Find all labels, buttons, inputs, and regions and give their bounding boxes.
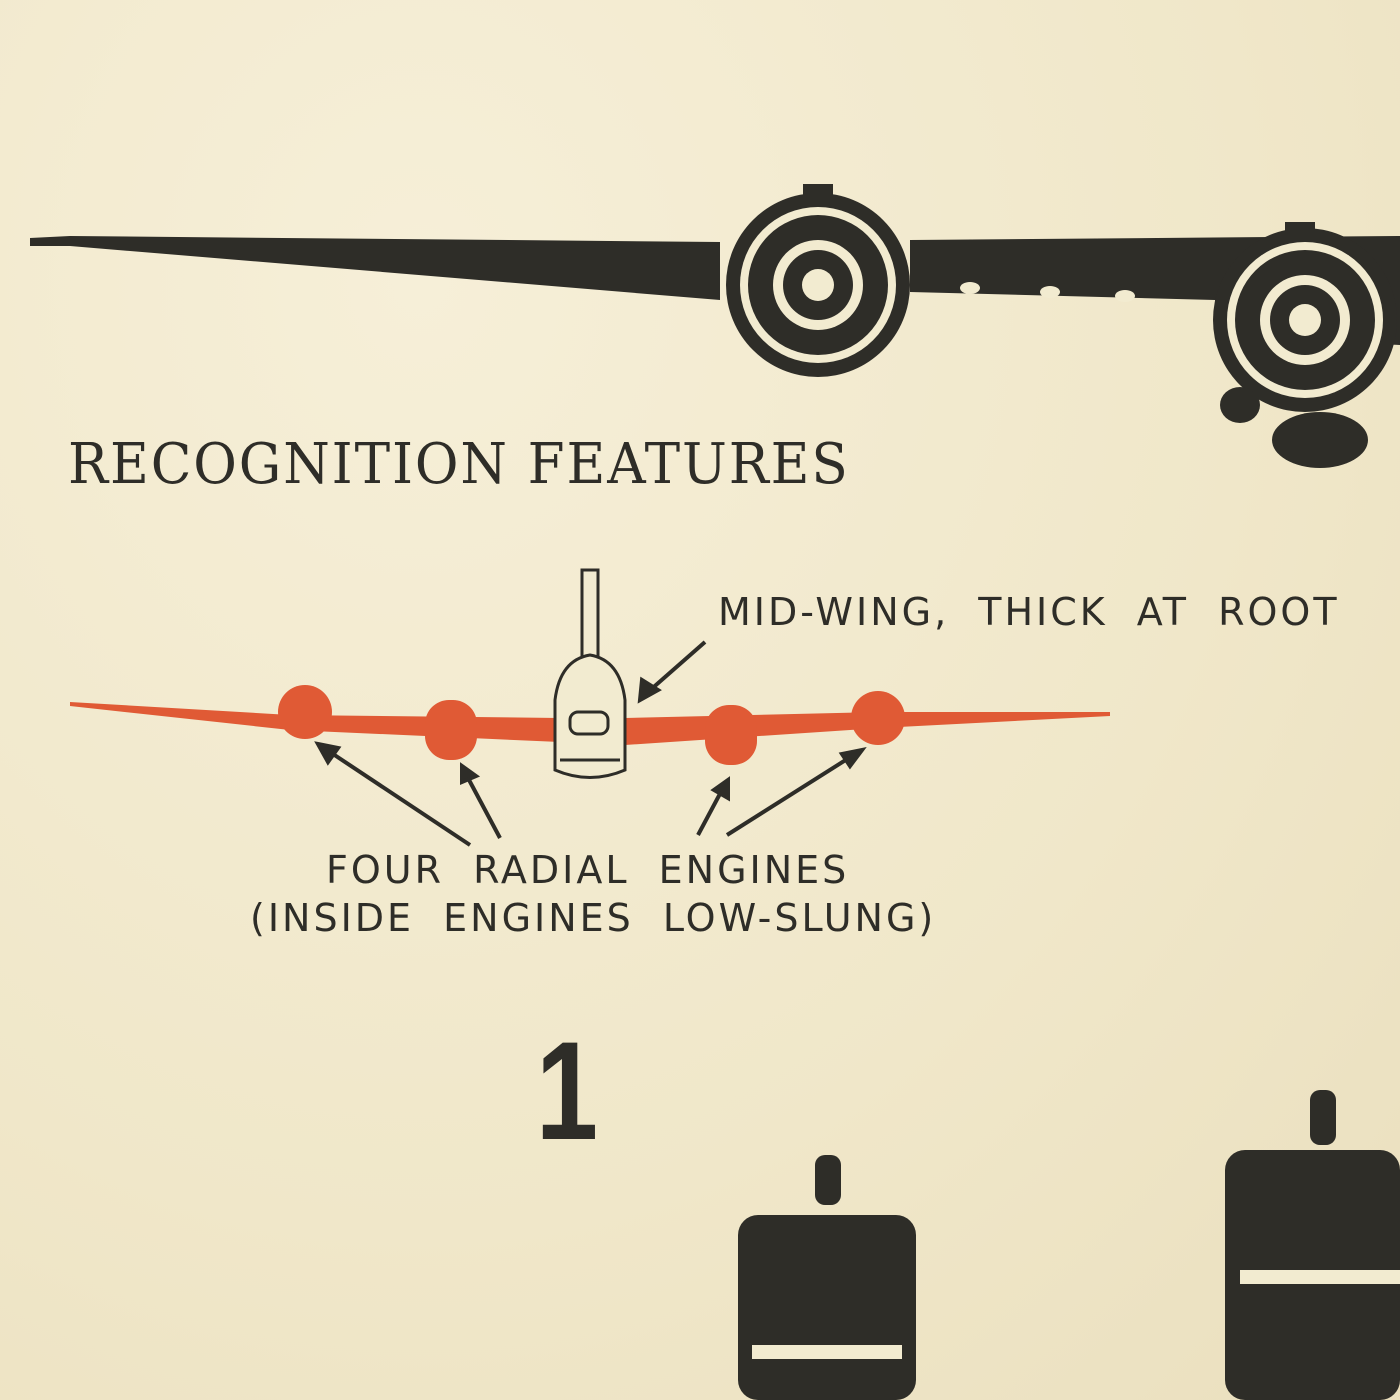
engines-annotation-detail: (INSIDE ENGINES LOW-SLUNG): [250, 896, 937, 940]
top-wing-plan-view: [30, 184, 1400, 468]
front-view-aircraft: [70, 568, 1110, 779]
page-title: RECOGNITION FEATURES: [68, 432, 850, 497]
annotation-arrows: [314, 640, 867, 847]
engines-annotation: FOUR RADIAL ENGINES: [326, 848, 850, 892]
figure-number: 1: [535, 1012, 599, 1169]
engine-nacelles-bottom: [738, 1090, 1400, 1400]
wing-annotation: MID-WING, THICK AT ROOT: [718, 590, 1340, 634]
